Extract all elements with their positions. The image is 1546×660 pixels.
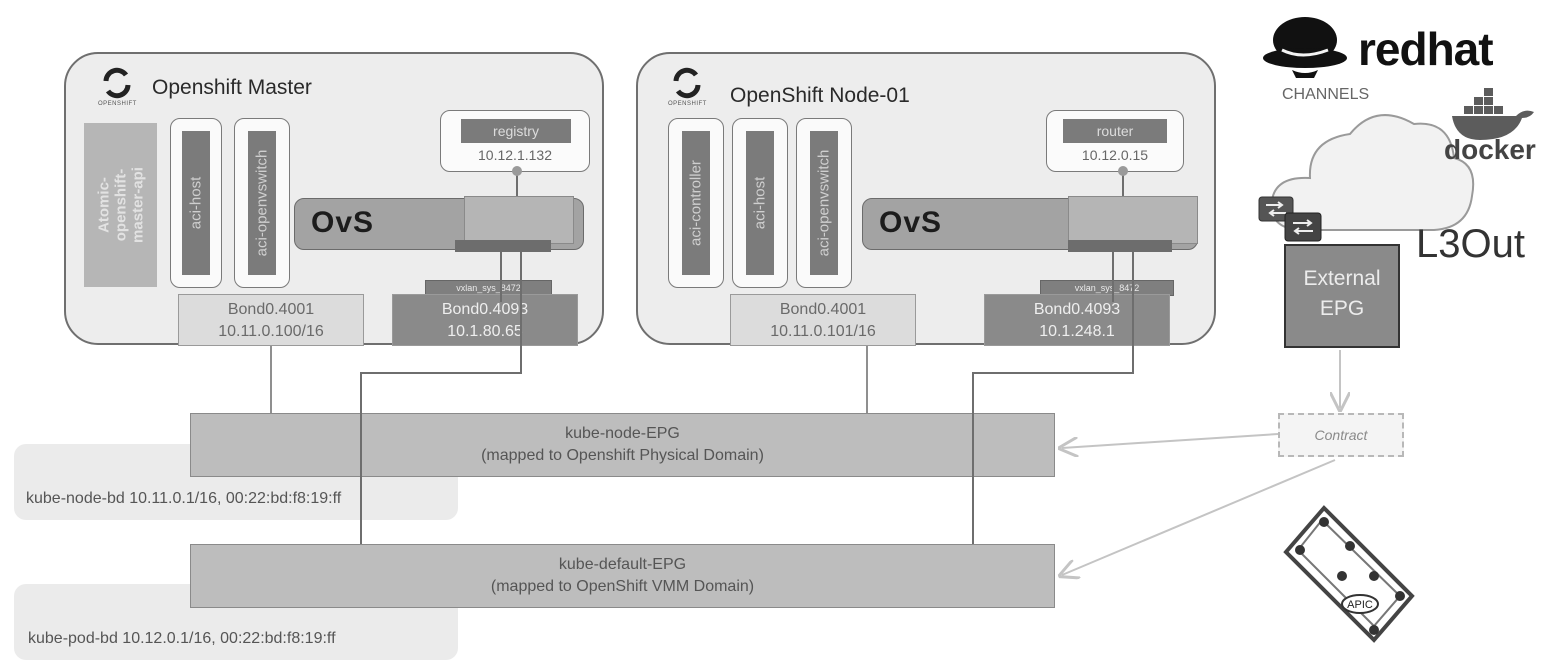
master-vm-aci-host: aci-host <box>170 118 222 288</box>
node-vm-aci-controller: aci-controller <box>668 118 724 288</box>
pod-link <box>516 172 518 200</box>
node-ovs-port <box>1068 240 1172 252</box>
vm-bar: aci-openvswitch <box>810 131 838 275</box>
external-epg-box: External EPG <box>1284 244 1400 348</box>
node-bond-4093: Bond0.4093 10.1.248.1 <box>984 294 1170 346</box>
bond-name: Bond0.4093 <box>1033 301 1121 318</box>
master-overlay-wire <box>520 252 522 374</box>
master-vm-aci-openvswitch: aci-openvswitch <box>234 118 290 288</box>
openshift-logo-icon <box>673 67 701 99</box>
bond-name: Bond0.4093 <box>441 301 529 318</box>
epg-sub: (mapped to OpenShift VMM Domain) <box>490 578 755 595</box>
master-bond-4093: Bond0.4093 10.1.80.65 <box>392 294 578 346</box>
ovs-label: OvS <box>311 206 375 239</box>
node-overlay-wire <box>1132 252 1134 374</box>
master-ovs-port <box>455 240 551 252</box>
contract-box: Contract <box>1278 413 1404 457</box>
node-bond-4001: Bond0.4001 10.11.0.101/16 <box>730 294 916 346</box>
router-icon <box>1258 196 1294 222</box>
epg-name: kube-default-EPG <box>558 556 687 573</box>
atomic-openshift-master-api: Atomic- openshift- master-api <box>84 123 157 287</box>
master-overlay-wire <box>360 372 362 544</box>
apic-icon: APIC <box>1283 505 1415 643</box>
node-overlay-wire-2 <box>1112 252 1114 302</box>
docker-whale-icon <box>1452 88 1534 140</box>
switch-icon <box>1284 212 1322 242</box>
vm-bar: aci-host <box>182 131 210 275</box>
openshift-logo-icon <box>103 67 131 99</box>
vm-bar: aci-openvswitch <box>248 131 276 275</box>
master-bond-4001: Bond0.4001 10.11.0.100/16 <box>178 294 364 346</box>
pod-name: router <box>1063 119 1167 143</box>
master-overlay-wire <box>360 372 522 374</box>
pod-link <box>1122 172 1124 200</box>
kube-node-epg: kube-node-EPG (mapped to Openshift Physi… <box>190 413 1055 477</box>
bond-name: Bond0.4001 <box>227 301 315 318</box>
node-pod-router: router 10.12.0.15 <box>1046 110 1184 172</box>
bond-ip: 10.1.248.1 <box>1039 323 1115 340</box>
pod-ip: 10.12.1.132 <box>478 147 552 163</box>
bond-name: Bond0.4001 <box>779 301 867 318</box>
master-ovs-port-box <box>464 196 574 244</box>
master-overlay-wire-2 <box>500 252 502 302</box>
master-bond4001-link <box>270 346 272 413</box>
ovs-label: OvS <box>879 206 943 239</box>
kube-node-bd-label: kube-node-bd 10.11.0.1/16, 00:22:bd:f8:1… <box>26 490 342 507</box>
node-overlay-wire <box>972 372 1134 374</box>
pod-link-node <box>1118 166 1128 176</box>
cloud-icon <box>1270 114 1475 231</box>
node-ovs-port-box <box>1068 196 1198 244</box>
node-vm-aci-host: aci-host <box>732 118 788 288</box>
apic-label: APIC <box>1347 599 1373 611</box>
l3out-label: L3Out <box>1416 222 1525 266</box>
node-bond4001-link <box>866 346 868 413</box>
channels-label: CHANNELS <box>1282 86 1370 103</box>
bond-ip: 10.1.80.65 <box>447 323 523 340</box>
master-title: Openshift Master <box>152 76 312 99</box>
bond-ip: 10.11.0.101/16 <box>770 323 876 340</box>
openshift-logo-caption: OPENSHIFT <box>668 101 707 107</box>
node-title: OpenShift Node-01 <box>730 84 910 107</box>
epg-sub: (mapped to Openshift Physical Domain) <box>481 447 764 464</box>
kube-pod-bd-label: kube-pod-bd 10.12.0.1/16, 00:22:bd:f8:19… <box>28 630 336 647</box>
openshift-logo-caption: OPENSHIFT <box>98 101 137 107</box>
contract-label: Contract <box>1314 427 1368 443</box>
kube-default-epg: kube-default-EPG (mapped to OpenShift VM… <box>190 544 1055 608</box>
master-pod-registry: registry 10.12.1.132 <box>440 110 590 172</box>
bond-ip: 10.11.0.100/16 <box>218 323 324 340</box>
pod-ip: 10.12.0.15 <box>1081 147 1149 163</box>
node-overlay-wire <box>972 372 974 544</box>
pod-link-node <box>512 166 522 176</box>
vm-bar: aci-controller <box>682 131 710 275</box>
vm-bar: aci-host <box>746 131 774 275</box>
redhat-wordmark: redhat <box>1358 23 1494 75</box>
redhat-shadowman-icon <box>1263 17 1347 78</box>
docker-wordmark: docker <box>1444 134 1536 165</box>
external-epg-label: External EPG <box>1303 267 1381 320</box>
epg-name: kube-node-EPG <box>565 425 680 442</box>
pod-name: registry <box>461 119 571 143</box>
node-vm-aci-openvswitch: aci-openvswitch <box>796 118 852 288</box>
